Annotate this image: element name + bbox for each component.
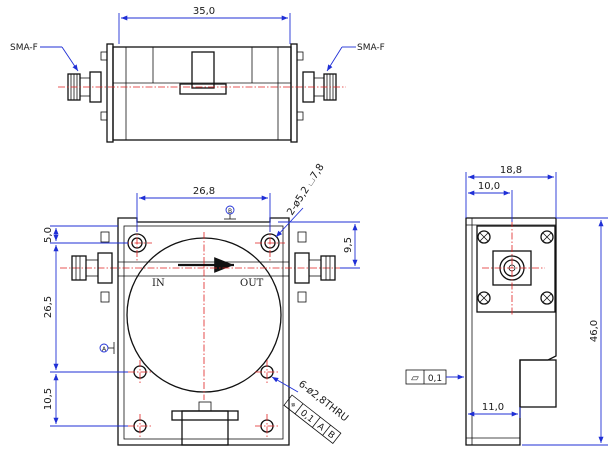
datum-marker-a: A [102, 346, 107, 353]
sma-connector-front-left [71, 231, 113, 303]
side-view: 18,8 10,0 46,0 11,0 ▱ 0,1 [405, 165, 608, 446]
side-flange [476, 225, 556, 313]
hole-callout-counterbore: 2-ø5,2 ⌴7,8 [285, 162, 326, 218]
dim-height-upper: 26,5 [43, 296, 54, 318]
connector-label-left: SMA-F [10, 43, 38, 53]
dim-side-bottom-width: 11,0 [482, 402, 504, 413]
connector-label-right: SMA-F [357, 43, 385, 53]
sma-connector-front-right [294, 231, 336, 303]
side-view-tab [519, 359, 557, 408]
sma-connector-right [302, 71, 337, 103]
flatness-tolerance-frame: ▱ 0,1 [405, 369, 464, 385]
dim-width-35: 35,0 [193, 6, 215, 17]
dim-right-offset: 9,5 [343, 237, 354, 253]
dim-side-height: 46,0 [589, 320, 600, 342]
port-in-label: IN [152, 278, 165, 289]
position-tolerance-frame: ⌖ 0,1 A B [283, 394, 342, 444]
dim-top-offset: 5,0 [43, 227, 54, 243]
dim-hole-spacing: 26,8 [193, 186, 215, 197]
dim-side-half-width: 10,0 [478, 181, 500, 192]
flatness-value: 0,1 [428, 374, 442, 384]
cross-screw-icon [477, 230, 554, 305]
flatness-icon: ▱ [411, 373, 419, 384]
datum-ref-a: A [315, 422, 327, 434]
dim-side-total-width: 18,8 [500, 165, 522, 176]
port-out-label: OUT [240, 278, 264, 289]
top-view-tab [191, 51, 215, 89]
position-tolerance-icon: ⌖ [288, 400, 298, 411]
top-view: 35,0 SMA-F SMA-F [10, 6, 385, 143]
front-view: IN OUT [43, 162, 360, 446]
screw-icon [100, 51, 304, 121]
bottom-tab [181, 410, 229, 446]
datum-ref-b: B [325, 430, 336, 442]
side-view-body [465, 217, 557, 446]
datum-marker-b: B [228, 208, 232, 215]
dim-height-lower: 10,5 [43, 388, 54, 410]
